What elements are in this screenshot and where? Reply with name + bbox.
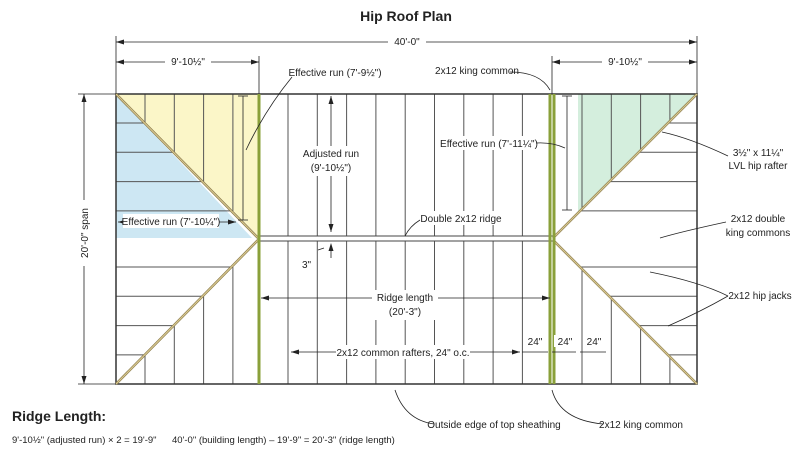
double-ridge-label: Double 2x12 ridge xyxy=(420,214,502,225)
arrow xyxy=(542,295,550,301)
ridge-length-value: (20'-3") xyxy=(389,307,421,318)
ridge-calc-formula-2: 40'-0" (building length) – 19'-9" = 20'-… xyxy=(172,435,395,446)
double-ridge-bg xyxy=(418,211,504,225)
outside-edge-leader xyxy=(394,389,435,425)
hip-jacks-leader-2 xyxy=(667,295,729,327)
king-common-top-label: 2x12 king common xyxy=(435,66,519,77)
arrow xyxy=(228,219,236,225)
eff-left-bg xyxy=(289,65,381,79)
king-common-bottom-leader xyxy=(551,389,604,425)
diagram-title: Hip Roof Plan xyxy=(360,8,452,24)
ridge-length-bg xyxy=(372,290,438,320)
common-rafters-label: 2x12 common rafters, 24" o.c. xyxy=(336,348,469,359)
spacing-3-bg xyxy=(583,335,605,347)
double-ridge-leader xyxy=(404,219,421,237)
spacing-3-label: 24" xyxy=(587,337,602,348)
eff-right-label: Effective run (7'-11¼") xyxy=(440,138,538,150)
arrow xyxy=(689,39,697,45)
ridge-calc-heading: Ridge Length: xyxy=(12,408,106,424)
spacing-2-label: 24" xyxy=(558,337,573,348)
outside-edge-label: Outside edge of top sheathing xyxy=(427,420,560,431)
adjusted-run-bg xyxy=(303,146,361,176)
arrow xyxy=(81,94,87,102)
dim-overall-label: 40'-0" xyxy=(394,37,420,48)
arrow xyxy=(251,59,259,65)
eff-left-leader xyxy=(245,76,293,151)
arrow xyxy=(328,96,334,104)
rafter-lines xyxy=(116,94,697,384)
arrow xyxy=(552,59,560,65)
arrow xyxy=(328,224,334,232)
eff-bottom-left-label: Effective run (7'-10¼") xyxy=(122,216,221,228)
eff-left-label: Effective run (7'-9½") xyxy=(288,68,381,79)
dim-overall-bg xyxy=(388,34,426,48)
lvl-hip-label-2: LVL hip rafter xyxy=(729,161,789,172)
king-common-top-leader xyxy=(509,71,551,91)
dim-left-bg xyxy=(165,55,211,69)
spacing-1-bg xyxy=(524,335,546,347)
spacing-2-bg xyxy=(554,335,576,347)
arrow xyxy=(689,59,697,65)
adjusted-run-value: (9'-10½") xyxy=(311,163,351,174)
arrow xyxy=(328,243,334,251)
hip-jacks-label: 2x12 hip jacks xyxy=(728,291,791,302)
building-outline xyxy=(115,93,698,385)
hip-rafter-top-left-in xyxy=(115,93,259,239)
dim-right-bg xyxy=(602,55,648,69)
dim-right-label: 9'-10½" xyxy=(608,57,642,68)
arrow xyxy=(291,349,299,355)
eff-bottom-left-bg xyxy=(123,214,219,228)
common-rafters-bg xyxy=(336,345,470,359)
spacing-1-label: 24" xyxy=(528,337,543,348)
offset-label: 3" xyxy=(302,260,312,271)
hip-rafters xyxy=(115,93,698,385)
eff-right-leader xyxy=(535,142,566,149)
hip-rafter-bottom-right-in xyxy=(552,239,698,385)
lvl-hip-leader xyxy=(661,131,729,157)
king-common-bottom-label: 2x12 king common xyxy=(599,420,683,431)
double-king-label-1: 2x12 double xyxy=(731,214,786,225)
double-king-leader xyxy=(659,221,727,239)
offset-leader-b xyxy=(317,247,325,251)
ridge-calc-formula-1: 9'-10½" (adjusted run) × 2 = 19'-9" xyxy=(12,435,157,446)
ridge-length-label: Ridge length xyxy=(377,293,433,304)
arrow xyxy=(512,349,520,355)
adjusted-run-label: Adjusted run xyxy=(303,149,359,160)
eff-right-bg xyxy=(440,136,538,150)
hip-rafter-top-right-in xyxy=(552,93,698,239)
double-king-label-2: king commons xyxy=(726,228,790,239)
lvl-hip-label-1: 3½" x 11¼" xyxy=(733,147,784,159)
dim-span-bg xyxy=(77,200,91,266)
dim-span-label: 20'-0" span xyxy=(80,208,91,258)
hip-rafter-bottom-left-in xyxy=(115,239,259,385)
arrow xyxy=(81,376,87,384)
hip-jacks-leader-1 xyxy=(649,271,729,297)
dim-left-label: 9'-10½" xyxy=(171,57,205,68)
arrow xyxy=(261,295,269,301)
arrow xyxy=(116,39,124,45)
arrow xyxy=(116,59,124,65)
